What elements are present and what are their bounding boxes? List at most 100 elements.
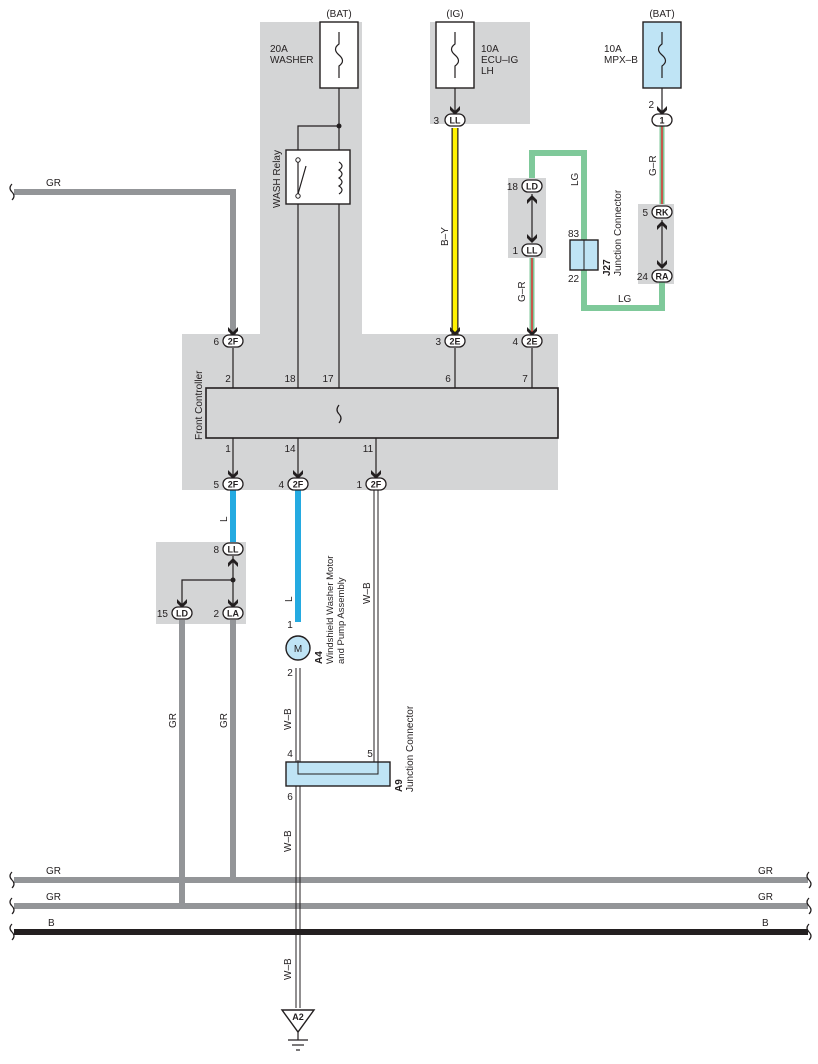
- junction-connector-a9: 4 5 6 A9 Junction Connector: [285, 705, 416, 803]
- svg-text:10A: 10A: [481, 44, 499, 55]
- connector-ra: RA 24: [637, 260, 673, 283]
- svg-text:1: 1: [512, 246, 518, 257]
- connector-2f-5: 2F 5: [213, 470, 244, 491]
- svg-text:W–B: W–B: [283, 830, 294, 852]
- svg-text:2F: 2F: [228, 337, 239, 347]
- svg-text:4: 4: [287, 749, 293, 760]
- svg-text:LL: LL: [450, 116, 461, 126]
- connector-ll-top: LL 3: [433, 106, 466, 127]
- connectors: LL 3 1 2 LD 18 LL 1 RK 5: [157, 100, 673, 620]
- svg-text:W–B: W–B: [362, 582, 373, 604]
- svg-text:20A: 20A: [270, 44, 288, 55]
- svg-text:Junction Connector: Junction Connector: [613, 189, 624, 276]
- connector-2f-1: 2F 1: [356, 470, 387, 491]
- svg-text:G–R: G–R: [648, 155, 659, 176]
- svg-text:4: 4: [512, 337, 518, 348]
- svg-text:5: 5: [367, 749, 373, 760]
- svg-text:2F: 2F: [293, 480, 304, 490]
- svg-text:M: M: [294, 644, 302, 655]
- svg-text:2E: 2E: [526, 337, 537, 347]
- svg-text:GR: GR: [758, 866, 773, 877]
- connector-2e-4: 2E 4: [512, 327, 543, 348]
- svg-text:GR: GR: [219, 713, 230, 728]
- connector-la: LA 2: [213, 599, 244, 620]
- wire-wb-motor: [295, 668, 301, 1008]
- svg-text:6: 6: [445, 374, 451, 385]
- svg-text:LG: LG: [618, 294, 632, 305]
- svg-text:GR: GR: [46, 178, 61, 189]
- svg-text:(IG): (IG): [446, 9, 463, 20]
- fuse-ecu-ig: (IG) 10A ECU–IG LH: [435, 9, 518, 89]
- svg-text:WASH Relay: WASH Relay: [272, 150, 283, 208]
- connector-ld-low: LD 15: [157, 599, 193, 620]
- svg-text:2F: 2F: [228, 480, 239, 490]
- svg-text:B: B: [762, 918, 769, 929]
- svg-text:14: 14: [284, 444, 296, 455]
- svg-text:18: 18: [284, 374, 296, 385]
- svg-text:Junction Connector: Junction Connector: [405, 705, 416, 792]
- svg-text:(BAT): (BAT): [649, 9, 674, 20]
- svg-text:LD: LD: [176, 609, 188, 619]
- svg-text:6: 6: [287, 792, 293, 803]
- connector-2f-4: 2F 4: [278, 470, 309, 491]
- splice-relay: [336, 123, 342, 129]
- svg-text:10A: 10A: [604, 44, 622, 55]
- connector-2f-6: 2F 6: [213, 327, 244, 348]
- wires: [14, 88, 808, 1008]
- svg-text:B–Y: B–Y: [440, 227, 451, 246]
- ground-a2: A2: [280, 1009, 316, 1051]
- front-controller-area: [182, 22, 558, 490]
- fuse-washer: (BAT) 20A WASHER: [270, 9, 359, 89]
- svg-text:22: 22: [568, 274, 580, 285]
- front-controller: Front Controller 2 18 17 6 7 1 14 11: [194, 370, 559, 455]
- svg-text:1: 1: [225, 444, 231, 455]
- svg-text:2E: 2E: [449, 337, 460, 347]
- svg-text:A2: A2: [292, 1012, 304, 1022]
- junction-connector-j27: 83 22 J27 Junction Connector: [568, 189, 624, 285]
- connector-2e-3: 2E 3: [435, 327, 466, 348]
- svg-text:A4: A4: [314, 651, 325, 664]
- svg-text:GR: GR: [168, 713, 179, 728]
- svg-text:L: L: [219, 516, 230, 522]
- splice-ll: [230, 577, 236, 583]
- svg-text:MPX–B: MPX–B: [604, 55, 638, 66]
- thin-wires: [181, 88, 663, 606]
- svg-text:LL: LL: [228, 545, 239, 555]
- connector-ll-mid: LL 1: [512, 234, 543, 257]
- svg-text:W–B: W–B: [283, 958, 294, 980]
- svg-text:and Pump Assembly: and Pump Assembly: [336, 577, 347, 664]
- svg-text:1: 1: [356, 480, 362, 491]
- break-marks: [9, 183, 812, 941]
- svg-text:3: 3: [433, 116, 439, 127]
- svg-text:Front Controller: Front Controller: [194, 370, 205, 440]
- fuse-mpx-b: (BAT) 10A MPX–B: [604, 9, 682, 89]
- svg-text:LL: LL: [527, 246, 538, 256]
- connector-ld-top: LD 18: [507, 179, 543, 204]
- svg-text:2: 2: [287, 668, 293, 679]
- svg-text:4: 4: [278, 480, 284, 491]
- svg-text:GR: GR: [46, 866, 61, 877]
- wire-labels: GR B–Y LG LG G–R G–R L L W–B W–B W–B W–B…: [46, 155, 773, 980]
- svg-text:A9: A9: [394, 779, 405, 792]
- svg-text:1: 1: [659, 116, 664, 126]
- svg-text:GR: GR: [758, 892, 773, 903]
- svg-text:LG: LG: [570, 172, 581, 186]
- svg-text:5: 5: [642, 208, 648, 219]
- wire-gr-top: [14, 189, 236, 338]
- svg-text:RK: RK: [656, 208, 669, 218]
- svg-text:6: 6: [213, 337, 219, 348]
- svg-text:2: 2: [648, 100, 654, 111]
- svg-text:2F: 2F: [371, 480, 382, 490]
- svg-text:3: 3: [435, 337, 441, 348]
- svg-text:7: 7: [522, 374, 528, 385]
- svg-text:B: B: [48, 918, 55, 929]
- svg-text:G–R: G–R: [517, 281, 528, 302]
- svg-text:LA: LA: [227, 609, 239, 619]
- wash-relay: WASH Relay: [272, 149, 351, 208]
- svg-text:LD: LD: [526, 182, 538, 192]
- svg-text:LH: LH: [481, 66, 494, 77]
- svg-text:5: 5: [213, 480, 219, 491]
- washer-motor-a4: M 1 2 A4 Windshield Washer Motor and Pum…: [285, 556, 347, 679]
- svg-text:2: 2: [225, 374, 231, 385]
